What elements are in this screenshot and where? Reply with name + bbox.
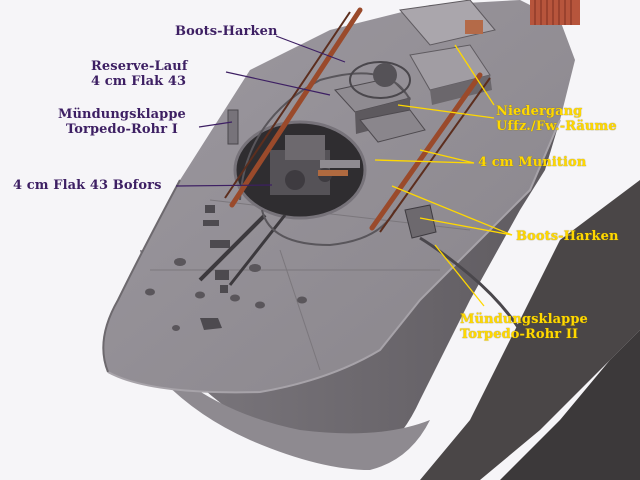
label-boots-harken-right: Boots-Harken (516, 229, 619, 244)
vent (465, 20, 483, 34)
label-reserve-lauf-line2: 4 cm Flak 43 (91, 74, 187, 89)
reserve-barrel-wheel (373, 63, 397, 87)
bofors-gun (198, 135, 360, 286)
engine-grating (530, 0, 580, 25)
gun-tub-rim (233, 120, 367, 220)
torpedo-flap-2 (404, 204, 437, 239)
deck-fittings (145, 258, 307, 331)
label-muendungsklappe-1-line1: Mündungsklappe (58, 107, 186, 122)
label-flak-bofors: 4 cm Flak 43 Bofors (13, 178, 162, 193)
label-niedergang-line2: Uffz./Fw.-Räume (496, 119, 617, 134)
label-muendungsklappe-1: Mündungsklappe Torpedo-Rohr I (58, 107, 186, 137)
label-boots-harken-top: Boots-Harken (175, 24, 278, 39)
deck-edge (107, 119, 561, 394)
label-niedergang: Niedergang Uffz./Fw.-Räume (496, 104, 617, 134)
purple-leader-lines (175, 35, 346, 187)
label-muendungsklappe-1-line2: Torpedo-Rohr I (65, 122, 178, 137)
background-shadow-upper (420, 180, 640, 480)
label-muendungsklappe-2-line1: Mündungsklappe (460, 312, 588, 327)
torpedo-flap-1 (227, 109, 239, 145)
boat-hook-left (229, 7, 363, 208)
reserve-barrel-cage (349, 61, 411, 99)
deck-cleats (200, 205, 230, 330)
yellow-leader-lines (374, 44, 513, 307)
hull-bow-underside (120, 320, 430, 470)
label-niedergang-line1: Niedergang (496, 104, 583, 119)
label-munition: 4 cm Munition (478, 155, 587, 170)
label-reserve-lauf: Reserve-Lauf 4 cm Flak 43 (91, 59, 188, 89)
label-muendungsklappe-2-line2: Torpedo-Rohr II (460, 327, 579, 342)
deck-rim-left (102, 179, 181, 373)
background-shadow (500, 330, 640, 480)
ammo-locker (359, 109, 426, 143)
label-muendungsklappe-2: Mündungsklappe Torpedo-Rohr II (460, 312, 588, 342)
label-reserve-lauf-line1: Reserve-Lauf (91, 59, 188, 74)
deck-seam (279, 249, 321, 371)
railing-arc (261, 209, 396, 247)
boat-hook-right-2 (379, 77, 491, 233)
torpedo-flap-2-shadow (419, 236, 522, 331)
boat-hook-left-2 (224, 11, 351, 199)
